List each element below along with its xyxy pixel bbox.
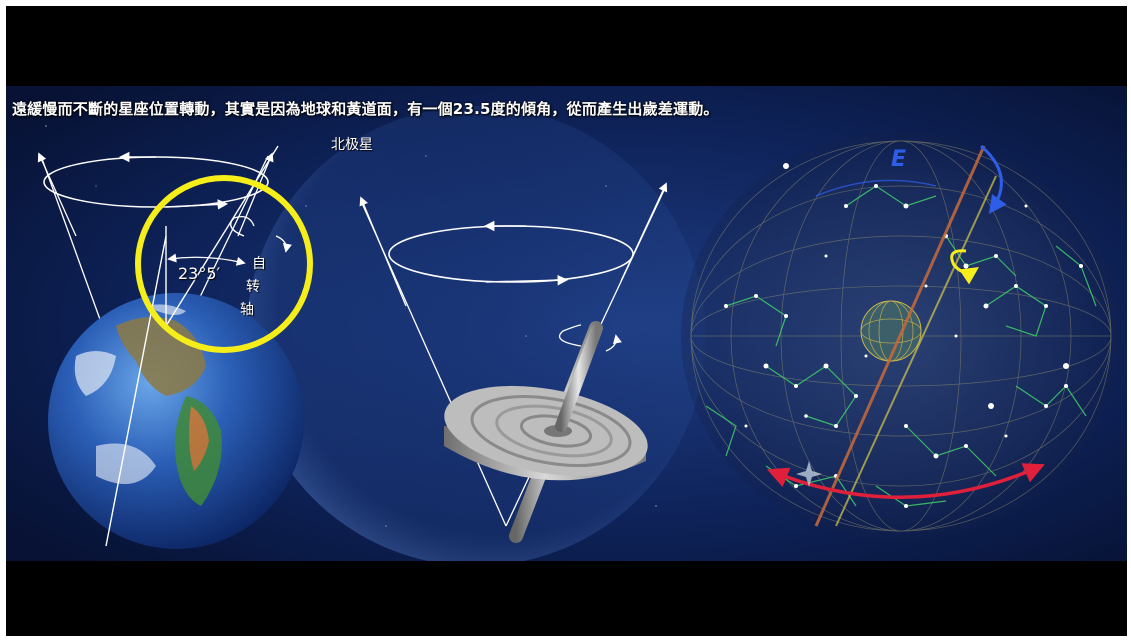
top-disk (444, 385, 648, 481)
spinning-top-diagram (359, 182, 668, 543)
precession-illustration: E (6, 86, 1127, 561)
highlight-circle (135, 175, 313, 353)
axis-label-char-1: 自 (252, 256, 266, 272)
precession-axis (814, 145, 986, 527)
polaris-label: 北极星 (331, 137, 373, 153)
earth-axis-line (105, 235, 167, 547)
caption-text: 遠緩慢而不斷的星座位置轉動，其實是因為地球和黃道面，有一個23.5度的傾角，從而… (12, 100, 719, 118)
axis-label-char-3: 轴 (240, 302, 254, 318)
spin-axis (165, 145, 279, 327)
video-frame: E 遠緩慢而不斷的星座位置轉動，其實是因為地球和黃道面，有一個23.5度的傾角，… (6, 6, 1127, 636)
tilt-angle-label: 23°5′ (178, 264, 221, 283)
precession-arc (980, 144, 1007, 214)
earth-precession-diagram (37, 145, 313, 549)
spin-arrow (950, 249, 979, 285)
celestial-sphere-diagram: E (681, 131, 1121, 541)
cone-line-left (40, 155, 107, 337)
axis-label-char-2: 转 (246, 279, 260, 295)
marker-letter: E (891, 147, 906, 172)
ecliptic-arrow (767, 463, 1045, 500)
glow-star (796, 461, 822, 487)
earth-continents (74, 304, 222, 506)
translucent-sphere (246, 106, 706, 561)
